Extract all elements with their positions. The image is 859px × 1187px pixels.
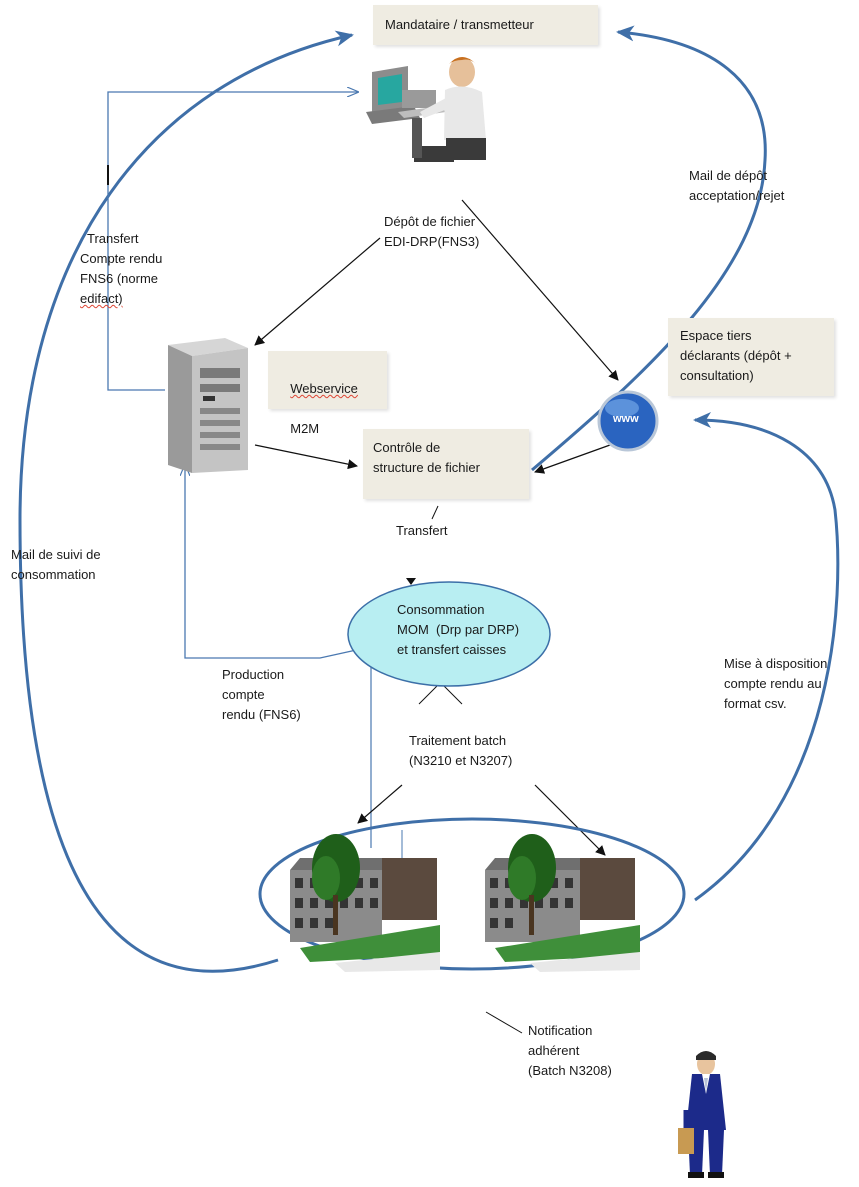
consommation-ellipse [347, 581, 551, 687]
arrow-www-controle [534, 444, 611, 474]
arrow-depot-server [254, 237, 381, 346]
consommation-label: Consommation MOM (Drp par DRP) et transf… [397, 602, 520, 657]
controle-box: Contrôle de structure de fichier [363, 429, 529, 499]
transfert-compte-rendu-label: Transfert Compte rendu FNS6 (norme edifa… [80, 209, 162, 309]
arrow-server-controle [254, 444, 358, 470]
webservice-sub-label: M2M [290, 421, 320, 436]
edifact-text: edifact) [80, 291, 123, 306]
www-globe-icon [597, 390, 659, 452]
webservice-box: Webservice M2M [268, 351, 387, 436]
espace-tiers-box: Espace tiers déclarants (dépôt + consult… [668, 318, 834, 396]
arc-mail-suivi [18, 30, 354, 973]
depot-fichier-label: Dépôt de fichier EDI-DRP(FNS3) [384, 214, 480, 249]
line-production [185, 465, 371, 659]
arc-mise-dispo [693, 412, 840, 902]
transfert-cr-text: Transfert Compte rendu FNS6 (norme [80, 231, 163, 286]
mandataire-box: Mandataire / transmetteur [373, 5, 598, 45]
line-transfert-cr [107, 92, 358, 391]
mail-depot-label: Mail de dépôt acceptation/rejet [689, 168, 785, 203]
www-label: www [613, 413, 639, 425]
building-left-icon [290, 834, 440, 972]
arc-mail-depot [531, 25, 767, 472]
transfert-label: Transfert [396, 523, 448, 538]
server-icon [168, 338, 248, 473]
production-label: Production compte rendu (FNS6) [222, 667, 301, 722]
mail-suivi-label: Mail de suivi de consommation [11, 547, 101, 582]
arrow-batch-right [534, 784, 606, 856]
arrow-batch-left [357, 784, 403, 824]
person-computer-icon [366, 57, 486, 162]
notification-label: Notification adhérent (Batch N3208) [528, 1023, 612, 1078]
building-right-icon [485, 834, 640, 972]
buildings-ellipse [258, 817, 686, 971]
traitement-batch-label: Traitement batch (N3210 et N3207) [409, 733, 513, 768]
webservice-label: Webservice [290, 381, 358, 396]
arrow-depot-www [461, 199, 619, 381]
mise-dispo-label: Mise à disposition compte rendu au forma… [724, 656, 828, 711]
businessman-icon [678, 1051, 726, 1178]
